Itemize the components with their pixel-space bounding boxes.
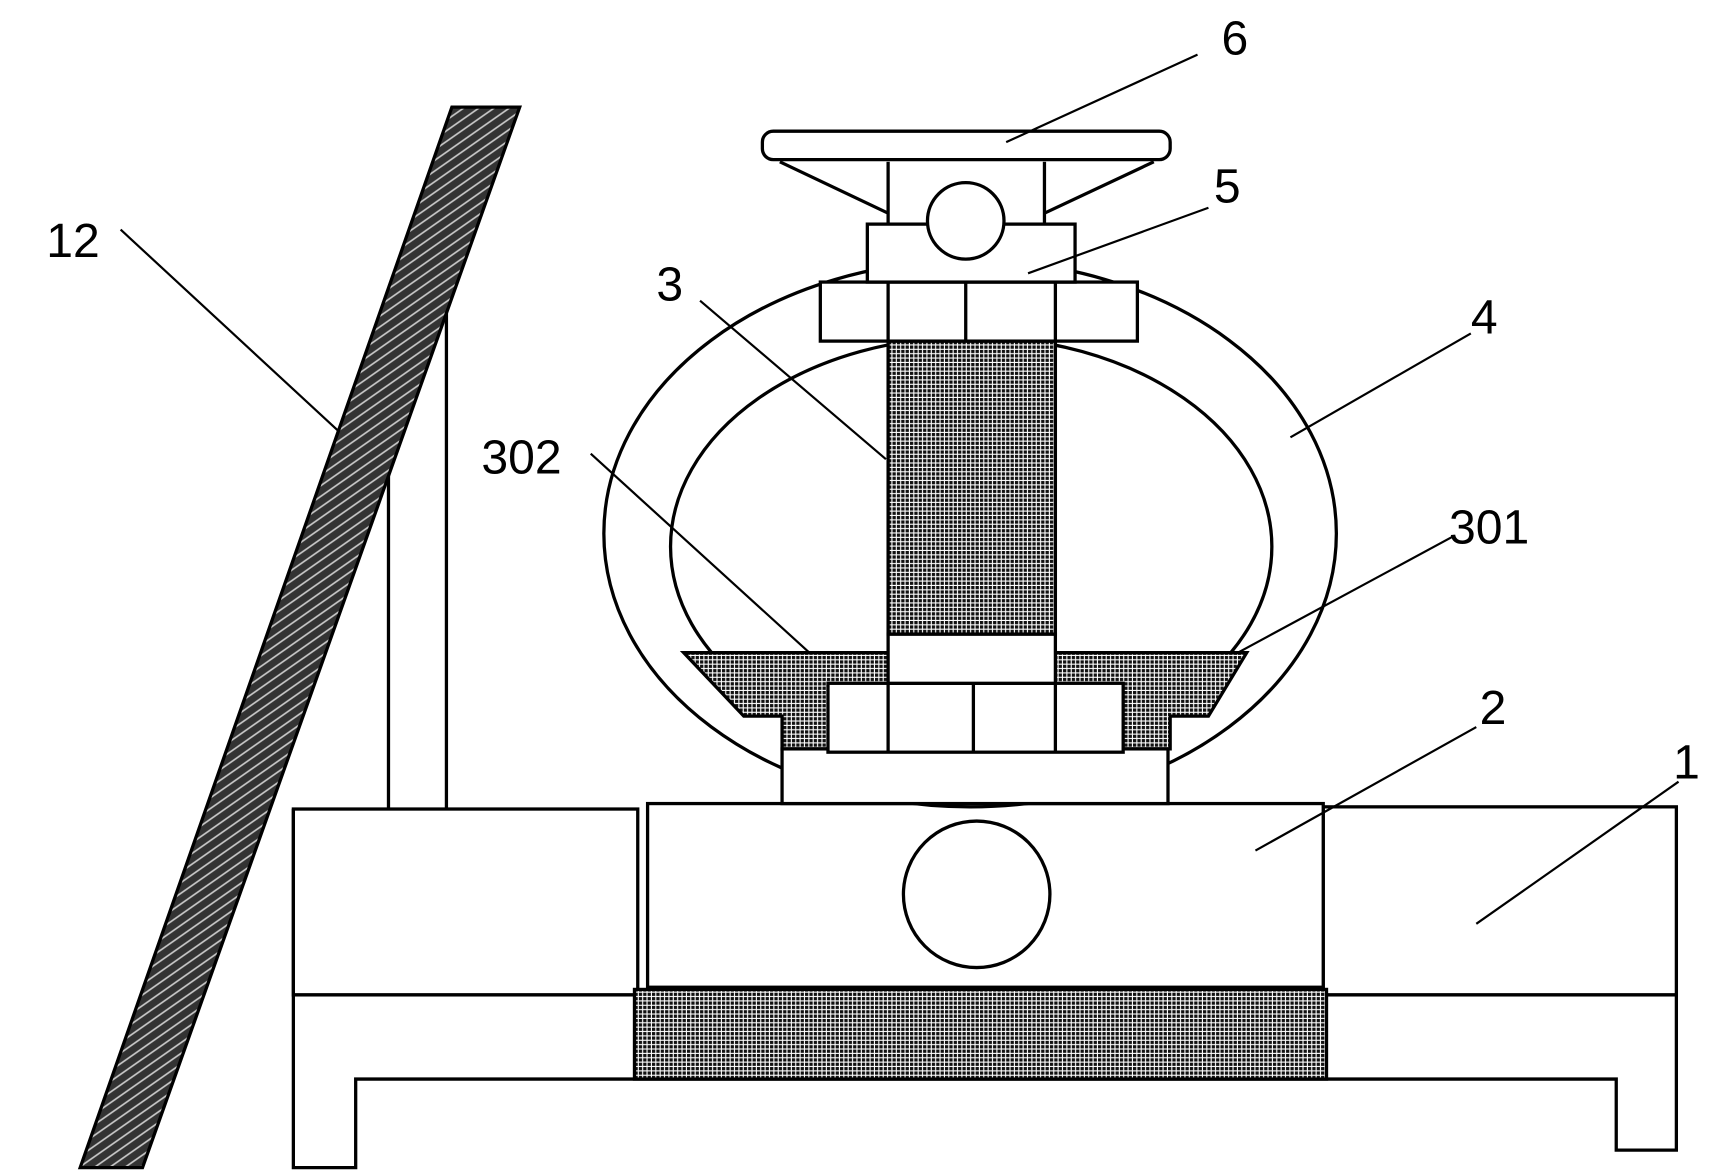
hatched-pad — [634, 989, 1326, 1079]
label-2: 2 — [1480, 681, 1507, 735]
handle-assembly — [762, 131, 1170, 282]
label-302: 302 — [481, 430, 561, 484]
top-blocks — [820, 282, 1137, 341]
label-12: 12 — [46, 214, 100, 268]
label-5: 5 — [1214, 159, 1241, 213]
column — [888, 341, 1055, 634]
label-301: 301 — [1449, 500, 1529, 554]
label-3: 3 — [656, 258, 683, 312]
slanted-panel — [80, 107, 519, 1167]
housing-block — [648, 804, 1324, 988]
label-1: 1 — [1673, 735, 1700, 789]
label-6: 6 — [1222, 12, 1249, 66]
flange-assembly — [684, 634, 1247, 803]
label-4: 4 — [1471, 290, 1498, 344]
